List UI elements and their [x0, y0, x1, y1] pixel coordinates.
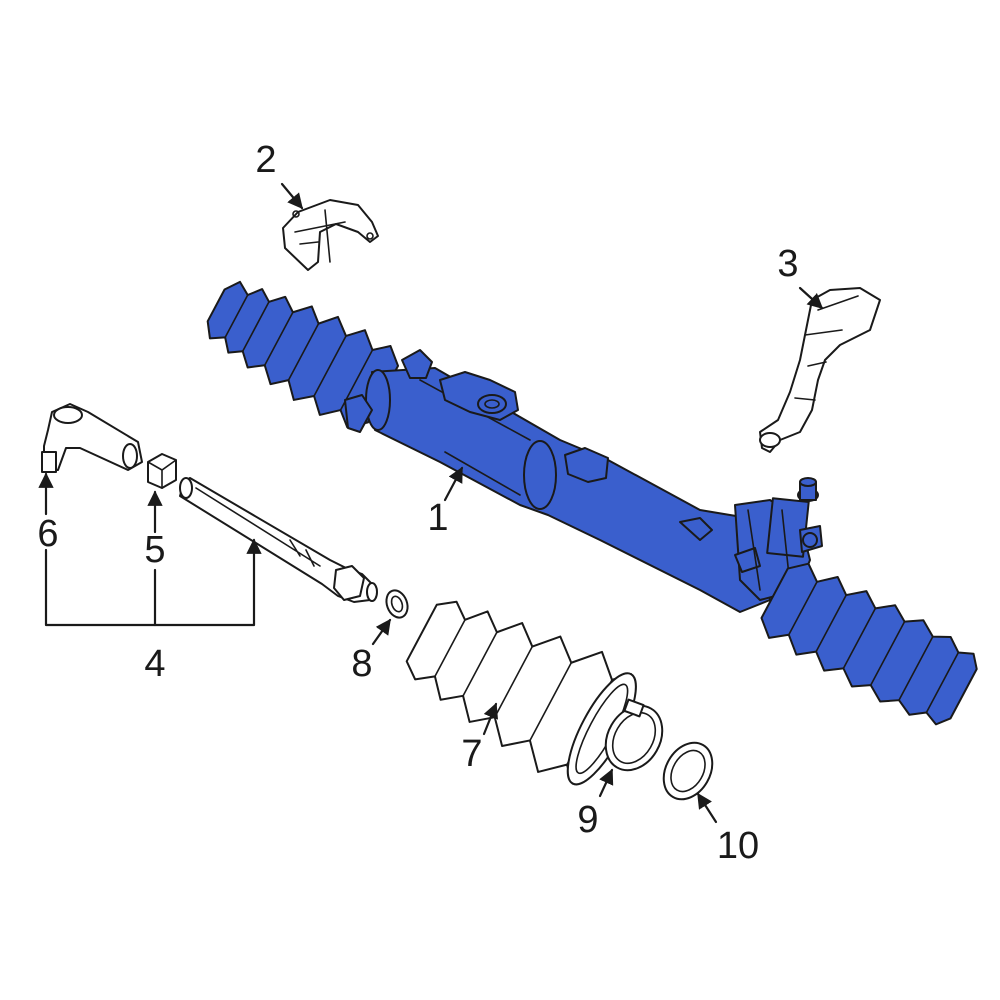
pressure-hose-icon — [759, 287, 881, 453]
callout-3: 3 — [777, 243, 798, 285]
leader-bracket-4 — [44, 538, 262, 627]
tie-rod-end-icon — [41, 403, 143, 473]
o-ring-icon — [662, 741, 714, 801]
callout-10: 10 — [717, 825, 759, 867]
tie-rod-assembly-icon — [179, 477, 378, 603]
mount-bracket-icon — [282, 199, 379, 271]
callout-7: 7 — [461, 733, 482, 775]
leader-arrow-3 — [798, 286, 824, 310]
boot-clamp-small-icon — [385, 589, 409, 619]
leader-arrow-1 — [443, 466, 464, 502]
boot-clamp-large-icon — [604, 698, 664, 772]
leader-arrow-7 — [482, 702, 499, 736]
callout-8: 8 — [351, 643, 372, 685]
callout-9: 9 — [577, 799, 598, 841]
callout-4: 4 — [144, 643, 165, 685]
bellows-boot-icon — [405, 600, 637, 786]
leader-lines — [38, 182, 824, 824]
callout-5: 5 — [144, 529, 165, 571]
hex-nut-icon — [147, 453, 177, 489]
callouts: 1 2 3 4 5 6 7 8 9 10 — [37, 139, 798, 867]
leader-arrow-10 — [696, 792, 718, 824]
callout-1: 1 — [427, 497, 448, 539]
callout-6: 6 — [37, 513, 58, 555]
leader-arrow-8 — [371, 618, 392, 646]
callout-2: 2 — [255, 139, 276, 181]
leader-arrow-9 — [598, 768, 614, 798]
steering-rack-icon — [206, 280, 978, 726]
leader-arrow-2 — [280, 182, 304, 210]
